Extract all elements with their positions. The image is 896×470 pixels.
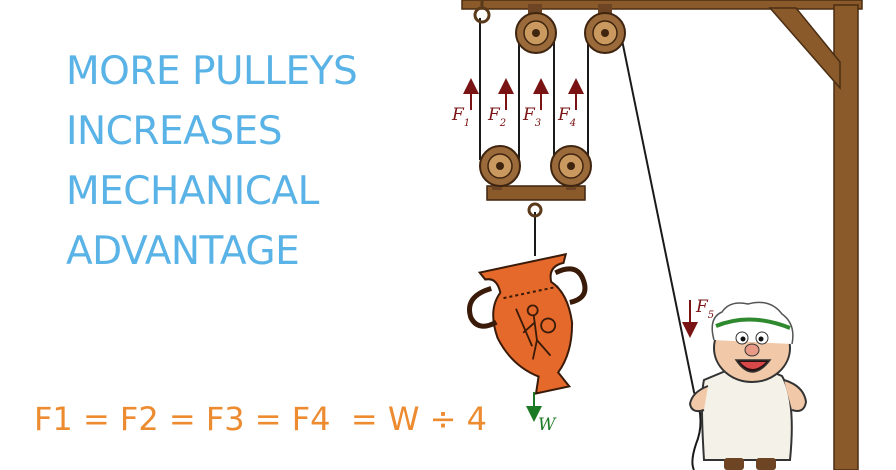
old-man-character <box>688 301 808 470</box>
anchor-ring <box>473 6 491 24</box>
force-label-f1: F1 <box>451 105 470 129</box>
force-label-f2: F2 <box>487 105 506 129</box>
headline-line-4: ADVANTAGE <box>66 229 300 274</box>
formula: F1 = F2 = F3 = F4 = W ÷ 4 <box>34 400 488 438</box>
lower-pulley-block <box>479 145 592 218</box>
force-arrows <box>463 78 698 338</box>
ropes <box>479 18 702 470</box>
top-pulley-right <box>584 4 626 54</box>
force-label-f5: F5 <box>695 297 714 321</box>
warrior-figure <box>515 304 557 360</box>
diagonal-brace <box>768 7 841 90</box>
top-beam <box>461 0 863 10</box>
headline-line-1: MORE PULLEYS <box>66 49 358 94</box>
vase <box>467 252 588 395</box>
headline-line-3: MECHANICAL <box>66 169 319 214</box>
headline: MORE PULLEYS INCREASES MECHANICAL ADVANT… <box>66 42 426 282</box>
force-label-f4: F4 <box>557 105 576 129</box>
headline-line-2: INCREASES <box>66 109 282 154</box>
gallows-frame <box>461 0 863 470</box>
top-pulley-left <box>515 4 557 54</box>
weight-label: W <box>538 415 557 435</box>
force-label-f3: F3 <box>522 105 541 129</box>
